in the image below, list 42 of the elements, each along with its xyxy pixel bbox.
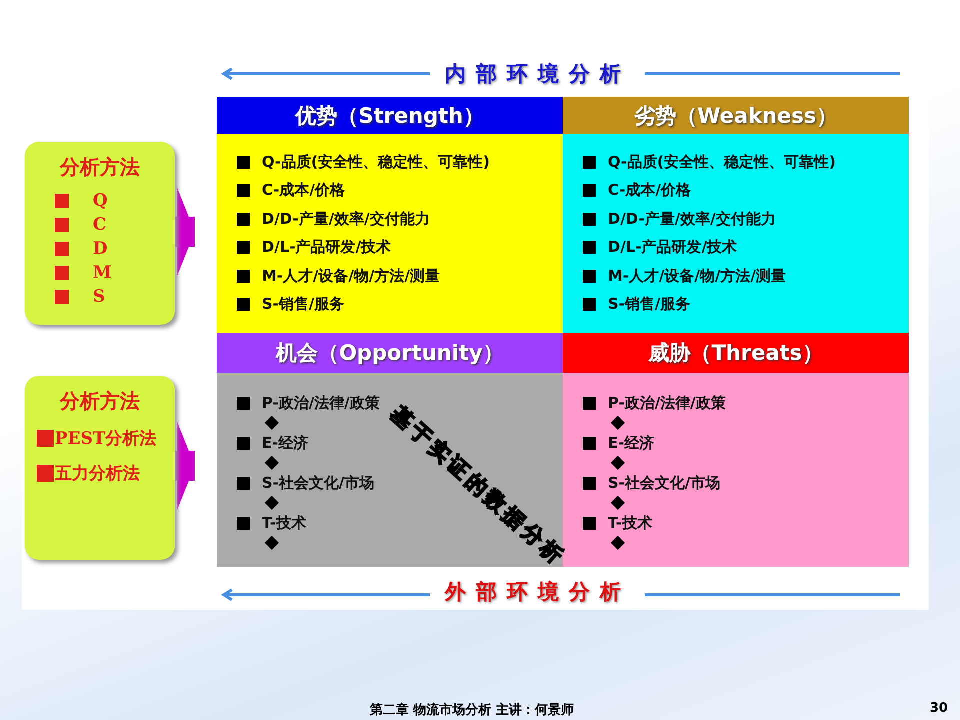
- box-heading: 分析方法: [58, 388, 141, 415]
- method-box: [25, 142, 175, 325]
- list-item: S-销售/服务: [262, 295, 345, 314]
- list-item: D/L-产品研发/技术: [608, 238, 738, 258]
- list-item: Q-品质(安全性、稳定性、可靠性): [608, 152, 836, 172]
- quadrant-header: 优势（Strength）: [217, 97, 563, 134]
- list-item: D/D-产量/效率/交付能力: [608, 210, 776, 229]
- list-item: Q: [93, 191, 108, 211]
- list-item: T-技术: [262, 514, 306, 532]
- list-item: P-政治/法律/政策: [608, 394, 726, 412]
- footer-text: 第二章 物流市场分析 主讲：何景师: [370, 702, 574, 719]
- list-item: D: [93, 239, 108, 259]
- page-number: 30: [930, 701, 948, 716]
- list-item: M-人才/设备/物/方法/测量: [262, 266, 440, 286]
- list-item: 五力分析法: [55, 463, 140, 485]
- list-item: S-销售/服务: [608, 295, 691, 314]
- block-arrow: [175, 421, 195, 511]
- quadrant-header: 机会（Opportunity）: [217, 333, 563, 373]
- diagonal-watermark-text: 基于实证的数据分析: [386, 400, 572, 572]
- list-item: S: [93, 287, 106, 307]
- list-item: M-人才/设备/物/方法/测量: [608, 266, 786, 286]
- list-item: C-成本/价格: [262, 181, 346, 200]
- list-item: S-社会文化/市场: [262, 474, 375, 492]
- section-heading: 内部环境分析: [445, 61, 631, 88]
- section-heading: 外部环境分析: [445, 579, 631, 606]
- list-item: P-政治/法律/政策: [262, 394, 380, 412]
- method-box: [25, 376, 175, 560]
- block-arrow: [175, 187, 195, 277]
- box-heading: 分析方法: [58, 154, 141, 181]
- list-item: S-社会文化/市场: [608, 474, 721, 492]
- list-item: PEST分析法: [55, 428, 157, 450]
- list-item: T-技术: [608, 514, 652, 532]
- list-item: E-经济: [262, 434, 308, 452]
- list-item: D/D-产量/效率/交付能力: [262, 210, 430, 229]
- list-item: C-成本/价格: [608, 181, 692, 200]
- list-item: Q-品质(安全性、稳定性、可靠性): [262, 152, 490, 172]
- quadrant-header: 劣势（Weakness）: [563, 97, 909, 134]
- list-item: D/L-产品研发/技术: [262, 238, 392, 258]
- list-item: M: [93, 263, 112, 283]
- quadrant-header: 威胁（Threats）: [563, 333, 909, 373]
- list-item: E-经济: [608, 434, 654, 452]
- list-item: C: [93, 215, 107, 235]
